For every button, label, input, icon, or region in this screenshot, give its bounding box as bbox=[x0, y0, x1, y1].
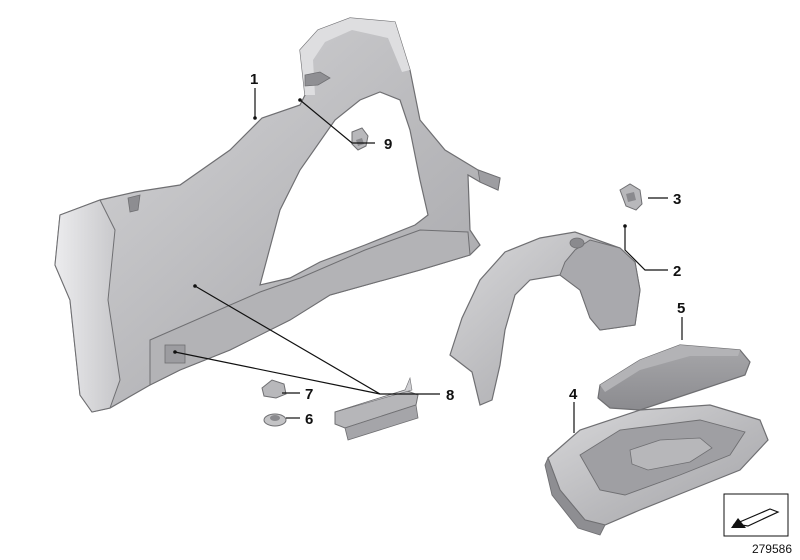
leader-lines bbox=[173, 88, 683, 433]
callout-4: 4 bbox=[569, 386, 578, 403]
callout-numbers: 1 9 3 2 5 4 7 6 8 bbox=[250, 71, 685, 428]
callout-5: 5 bbox=[677, 300, 685, 317]
callout-9: 9 bbox=[384, 136, 392, 153]
callout-7: 7 bbox=[305, 386, 313, 403]
side-trim-panel bbox=[54, 17, 501, 413]
callout-8: 8 bbox=[446, 387, 454, 404]
clip-part-3 bbox=[619, 183, 643, 211]
reference-number: 279586 bbox=[751, 542, 792, 556]
trim-strip-part-8 bbox=[334, 376, 419, 441]
wheel-arch-trim bbox=[449, 231, 641, 406]
grommet-part-6 bbox=[263, 413, 287, 427]
storage-tray bbox=[544, 404, 769, 536]
callout-6: 6 bbox=[305, 411, 313, 428]
callout-1: 1 bbox=[250, 71, 258, 88]
orientation-arrow-icon bbox=[723, 493, 789, 537]
storage-cover-lid bbox=[597, 344, 751, 411]
clip-part-7 bbox=[261, 379, 287, 399]
callout-2: 2 bbox=[673, 263, 681, 280]
callout-3: 3 bbox=[673, 191, 681, 208]
clip-part-9 bbox=[351, 127, 369, 151]
